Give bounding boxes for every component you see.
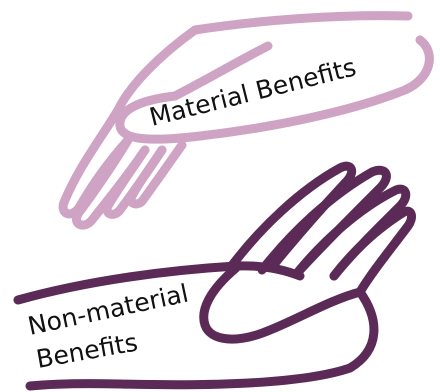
lower-hand-finger-3 xyxy=(298,189,406,276)
upper-hand-wrist-top xyxy=(195,16,408,30)
lower-hand-finger-1 xyxy=(230,166,352,268)
